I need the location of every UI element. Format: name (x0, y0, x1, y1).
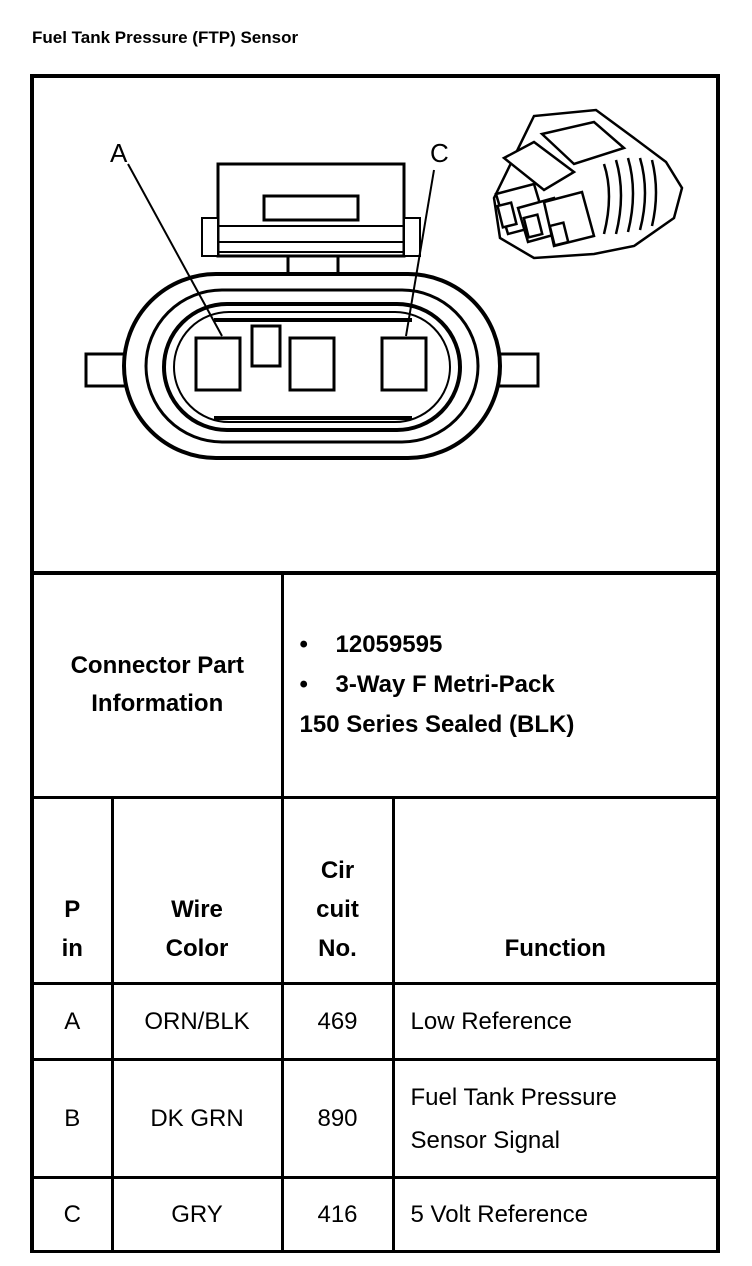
header-circuit-line3: No. (318, 935, 357, 962)
pin-cavity-a (194, 336, 242, 392)
circuit-cell: 416 (280, 1176, 395, 1253)
connector-part-info-label: Connector Part Information (29, 571, 284, 799)
connector-part-info-value: • 12059595 • 3-Way F Metri-Pack 150 Series… (280, 571, 721, 799)
connector-part-label-line1: Connector Part (70, 652, 244, 679)
header-wire-line2: Color (165, 935, 229, 962)
connector-part-info-row: Connector Part Information • 12059595 • 3-… (29, 571, 721, 799)
function-cell: Fuel Tank Pressure Sensor Signal (391, 1058, 721, 1179)
function-cell: 5 Volt Reference (391, 1176, 721, 1253)
function-line1: Low Reference (410, 1008, 572, 1035)
connector-part-label-line2: Information (91, 690, 224, 717)
right-mounting-ear (494, 352, 540, 388)
bullet: • (299, 631, 308, 658)
connector-info-table: Connector Part Information • 12059595 • 3-… (29, 571, 721, 1253)
connector-type-line1: 3-Way F Metri-Pack (335, 671, 555, 698)
header-pin-line1: P (64, 896, 81, 923)
latch-slot (262, 194, 360, 222)
function-cell: Low Reference (391, 982, 721, 1061)
pin-cell: A (30, 982, 114, 1061)
pin-cavity-c (380, 336, 428, 392)
circuit-cell: 469 (280, 982, 395, 1061)
connector-isometric-icon (492, 108, 684, 260)
header-wire-color: Wire Color (110, 796, 284, 985)
header-function: Function (391, 796, 721, 985)
leader-line-c (405, 169, 435, 337)
pin-cell: C (30, 1176, 114, 1253)
pin-label-a: A (110, 138, 128, 168)
header-pin-line2: in (61, 935, 83, 962)
part-number: 12059595 (335, 631, 443, 658)
pin-cell: B (30, 1058, 114, 1179)
table-row: C GRY 416 5 Volt Reference (30, 1176, 721, 1253)
connector-document: A C Connector (29, 74, 721, 1253)
header-circuit-no: Cir cuit No. (280, 796, 395, 985)
table-row: B DK GRN 890 Fuel Tank Pressure Sensor S… (30, 1058, 721, 1179)
wire-color-cell: ORN/BLK (110, 982, 284, 1061)
connector-face-drawing: A C (84, 108, 684, 460)
polarizing-key (250, 324, 282, 368)
table-header-row: P in Wire Color Cir cuit No. Function (30, 796, 721, 985)
connector-type-line2: 150 Series Sealed (BLK) (299, 711, 575, 738)
header-pin: P in (30, 796, 114, 985)
circuit-cell: 890 (280, 1058, 395, 1179)
connector-diagram-panel: A C (30, 74, 720, 575)
table-row: A ORN/BLK 469 Low Reference (30, 982, 721, 1061)
header-wire-line1: Wire (171, 896, 223, 923)
header-function-label: Function (504, 935, 606, 962)
header-circuit-line1: Cir (320, 857, 355, 884)
page-title: Fuel Tank Pressure (FTP) Sensor (32, 28, 299, 47)
function-line1: Fuel Tank Pressure (410, 1083, 617, 1111)
header-circuit-line2: cuit (316, 896, 359, 923)
function-line1: 5 Volt Reference (410, 1201, 588, 1228)
bullet: • (299, 671, 308, 698)
pin-cavity-b (288, 336, 336, 392)
wire-color-cell: GRY (110, 1176, 284, 1253)
left-mounting-ear (84, 352, 130, 388)
leader-line-a (127, 163, 223, 337)
pin-label-c: C (430, 138, 449, 168)
function-line2: Sensor Signal (410, 1126, 560, 1154)
wire-color-cell: DK GRN (110, 1058, 284, 1179)
